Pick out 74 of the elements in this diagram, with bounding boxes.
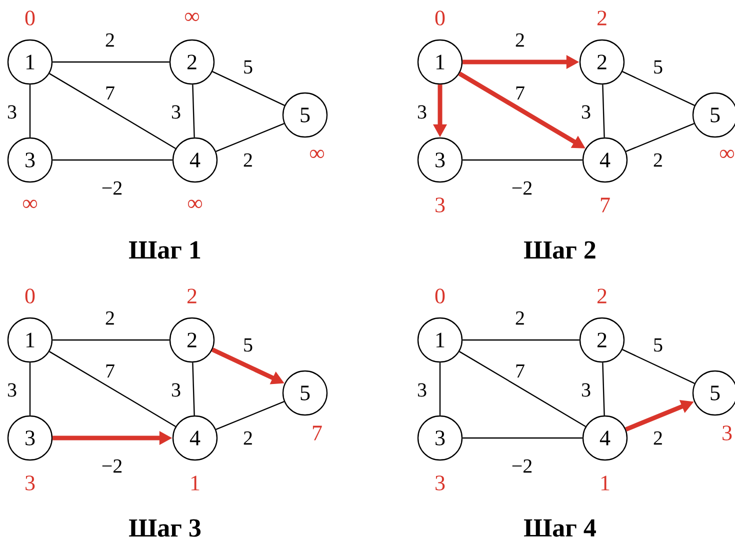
edge-label: 3 (172, 105, 180, 119)
edge-line (216, 123, 284, 152)
edge-label: 2 (244, 431, 252, 445)
edge-label: 3 (582, 105, 590, 119)
edge-label: 5 (654, 338, 662, 352)
edge-label: −2 (512, 459, 532, 473)
edge-line (212, 71, 285, 106)
distance-label: 7 (312, 426, 322, 440)
edge-label: 5 (244, 338, 252, 352)
distance-label: ∞ (720, 150, 734, 158)
distance-label: 2 (187, 288, 196, 304)
distance-label: ∞ (23, 200, 38, 208)
edge-label: 2 (244, 153, 252, 167)
step-caption: Шаг 1 (129, 241, 200, 259)
edge-label: 3 (418, 383, 426, 397)
edge-label: 2 (516, 33, 524, 47)
edge-label: −2 (512, 181, 532, 195)
edge-label: 3 (8, 383, 16, 397)
edge-label: −2 (102, 459, 122, 473)
step-caption: Шаг 3 (129, 519, 201, 537)
distance-label: 2 (597, 10, 606, 26)
edge-label: 7 (106, 364, 114, 378)
step-caption: Шаг 4 (524, 519, 596, 537)
edge-label: 7 (106, 86, 114, 100)
edge-line (602, 84, 605, 138)
step-caption: Шаг 2 (524, 241, 596, 259)
edge-line (192, 362, 195, 416)
edge-line (459, 351, 586, 427)
distance-label: 0 (25, 288, 35, 304)
distance-label: ∞ (188, 200, 202, 208)
edge-line (29, 84, 31, 138)
distance-label: ∞ (310, 150, 324, 158)
distance-label: 1 (601, 476, 610, 490)
edge-line (462, 159, 582, 161)
distance-label: 1 (191, 476, 200, 490)
distance-label: 3 (722, 426, 732, 440)
distance-label: 0 (435, 10, 445, 26)
edge-line (192, 84, 195, 138)
edge-label: 3 (8, 105, 16, 119)
edge-line (439, 362, 441, 416)
distance-label: 3 (26, 476, 35, 490)
edge-line (29, 362, 31, 416)
distance-label: 2 (597, 288, 606, 304)
distance-label: 7 (600, 198, 610, 212)
edge-line (602, 362, 605, 416)
edge-label: 2 (654, 153, 662, 167)
edge-line (622, 349, 695, 384)
edge-label: 5 (654, 60, 662, 74)
distance-label: ∞ (185, 12, 200, 22)
edge-label: 5 (244, 60, 252, 74)
edge-line (49, 351, 176, 427)
edge-line (462, 437, 582, 439)
edge-line (216, 401, 284, 430)
edge-line (49, 73, 176, 149)
edge-label: 3 (172, 383, 180, 397)
edge-label: 2 (106, 33, 114, 47)
edge-label: −2 (102, 181, 122, 195)
edge-label: 3 (582, 383, 590, 397)
edge-label: 2 (106, 311, 114, 325)
distance-label: 3 (436, 198, 445, 212)
edge-label: 2 (516, 311, 524, 325)
edge-label: 2 (654, 431, 662, 445)
edge-line (52, 339, 170, 341)
edge-label: 7 (516, 364, 524, 378)
edge-label: 7 (516, 86, 524, 100)
distance-label: 0 (25, 10, 35, 26)
edge-line (622, 71, 695, 106)
edge-line (52, 61, 170, 63)
distance-label: 0 (435, 288, 445, 304)
distance-label: 3 (436, 476, 445, 490)
edge-line (52, 159, 172, 161)
edge-line (462, 339, 580, 341)
edge-label: 3 (418, 105, 426, 119)
edge-line (626, 123, 694, 152)
